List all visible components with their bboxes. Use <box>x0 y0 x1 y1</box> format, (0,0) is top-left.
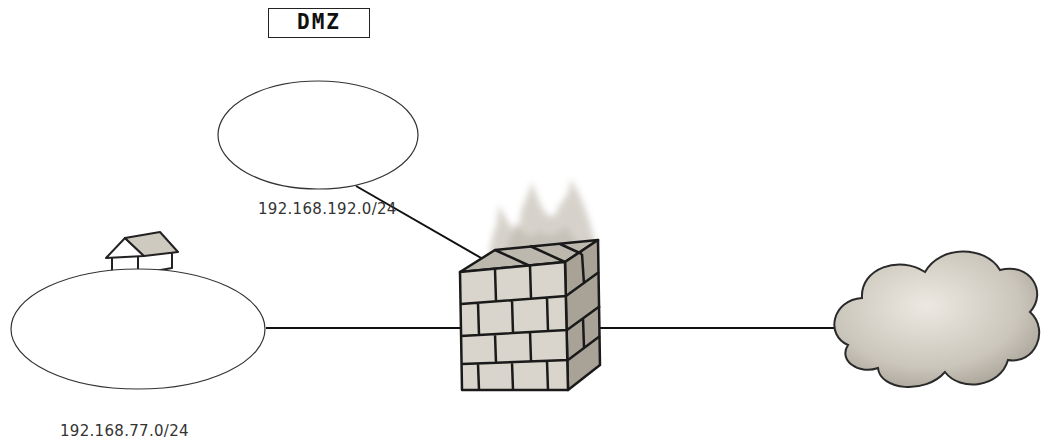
network-ellipse <box>217 80 419 190</box>
brick-joints <box>461 244 600 390</box>
network-link <box>266 327 460 329</box>
network-ellipse <box>10 268 266 390</box>
home-network: 192.168.77.0/24 <box>10 268 266 390</box>
house-roof <box>125 232 178 256</box>
ellipse-outline <box>218 81 418 189</box>
firewall-symbol <box>460 240 600 390</box>
internet-cloud <box>834 251 1039 387</box>
network-link <box>356 186 502 270</box>
dmz-network: DMZ192.168.192.0/24 <box>217 80 419 190</box>
subnet-address: 192.168.77.0/24 <box>60 422 189 440</box>
network-link <box>596 327 842 329</box>
home-icon <box>106 232 178 274</box>
zone-title: DMZ <box>268 8 370 38</box>
ellipse-outline <box>11 269 265 389</box>
subnet-address: 192.168.192.0/24 <box>258 200 397 218</box>
